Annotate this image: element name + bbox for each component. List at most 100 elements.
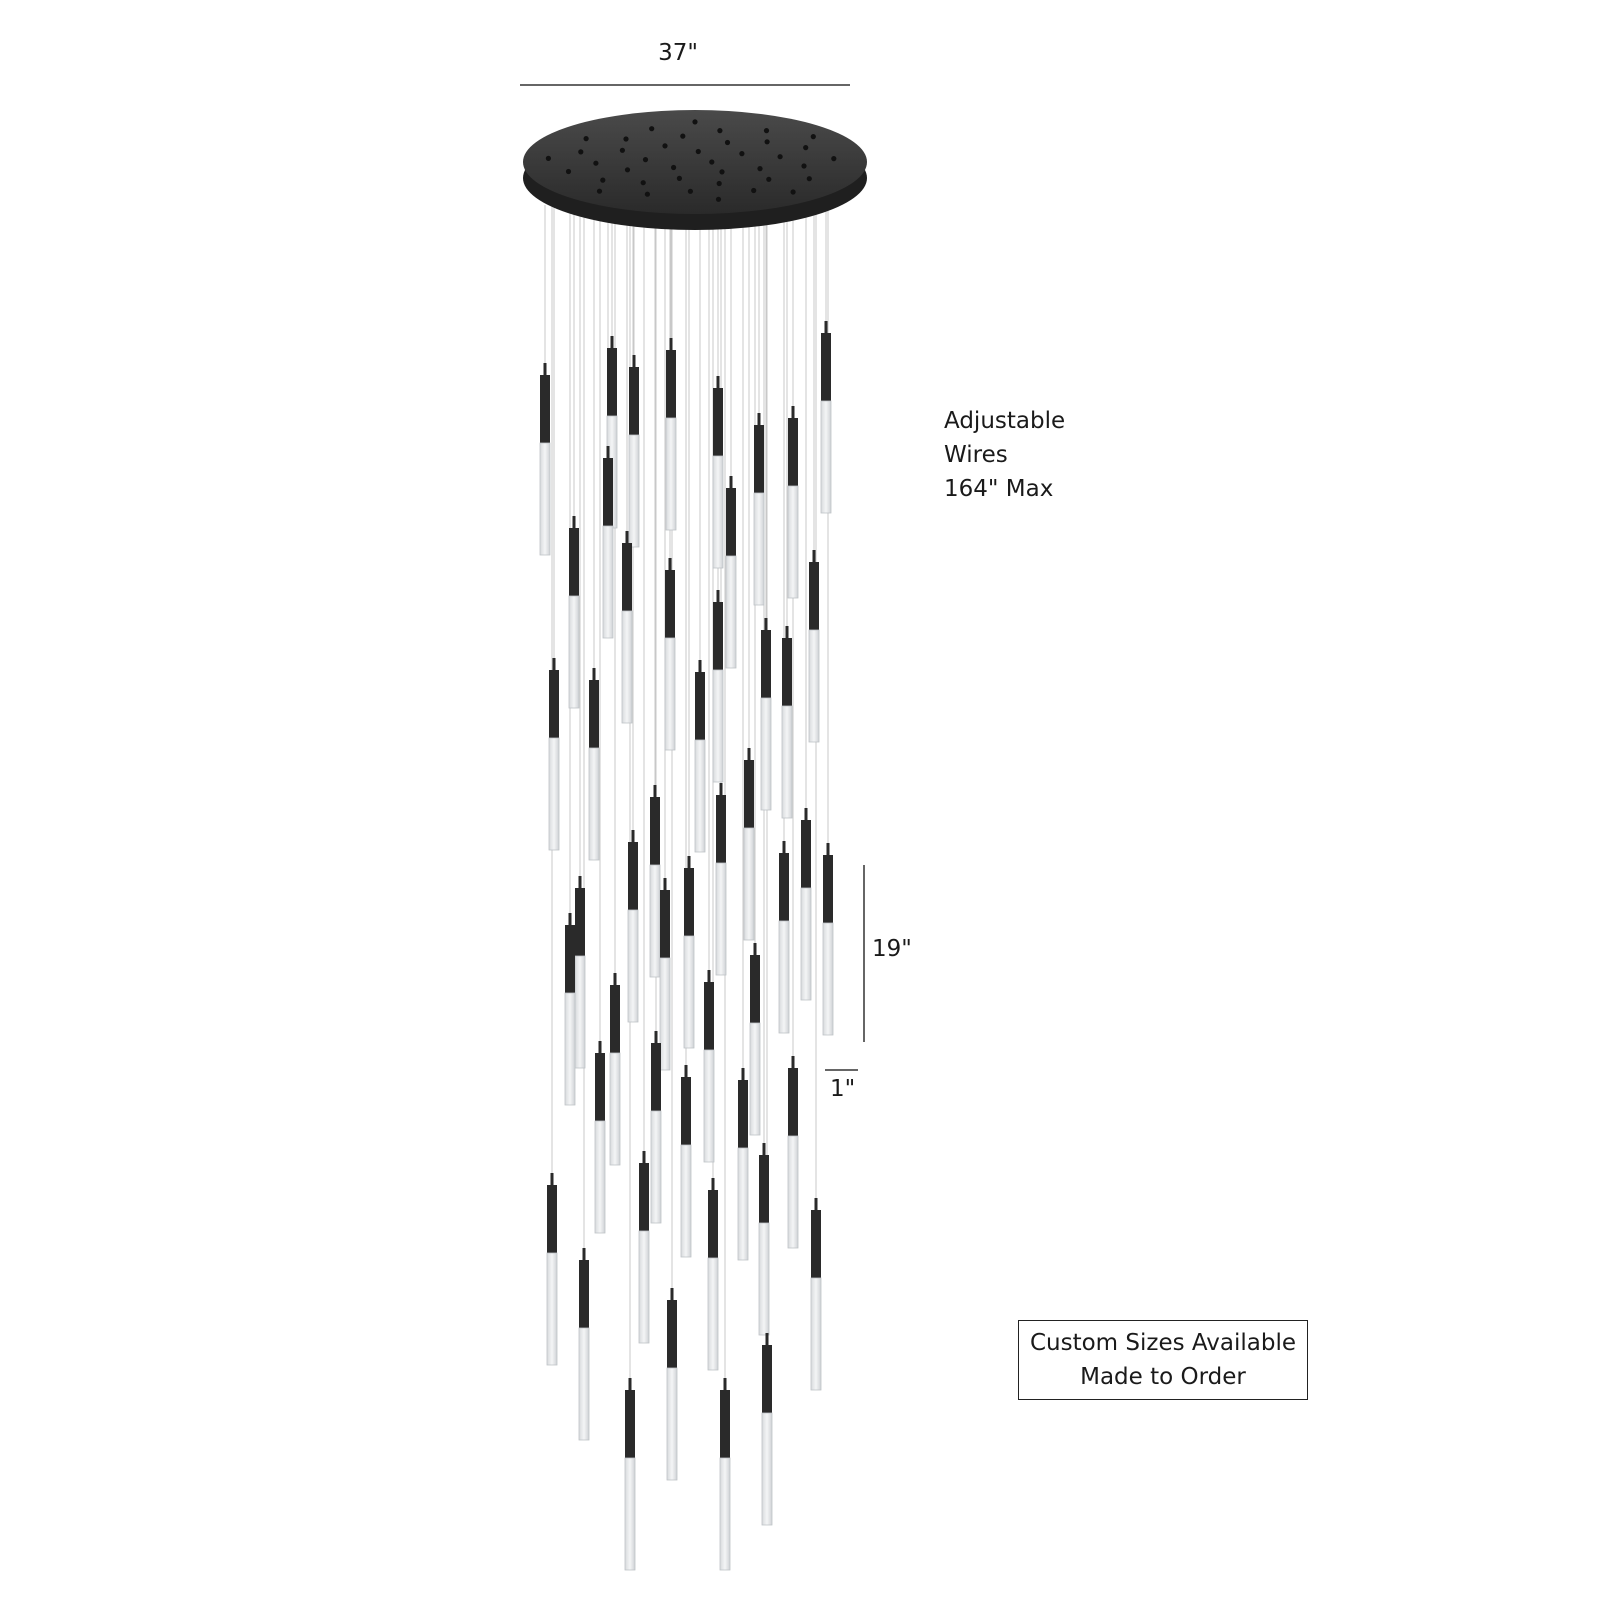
pendant-glass: [694, 739, 706, 853]
pendant-stem: [543, 363, 547, 375]
pendant-light: [609, 973, 621, 1166]
pendant-stem: [729, 476, 733, 488]
pendant-glass: [787, 1135, 799, 1249]
pendant-cap: [811, 1210, 821, 1278]
pendant-stem: [747, 748, 751, 760]
pendant-stem: [719, 783, 723, 795]
pendant-light: [664, 558, 676, 751]
pendant-light: [621, 531, 633, 724]
pendant-stem: [716, 376, 720, 388]
pendant-glass: [820, 400, 832, 514]
pendant-cap: [666, 350, 676, 418]
pendant-cap: [823, 855, 833, 923]
pendant-stem: [707, 970, 711, 982]
pendant-stem: [670, 1288, 674, 1300]
pendant-glass: [666, 1367, 678, 1481]
canopy-port: [715, 196, 722, 202]
pendant-stem: [804, 808, 808, 820]
pendant-stem: [631, 830, 635, 842]
pendant-light: [588, 668, 600, 861]
pendant-stem: [812, 550, 816, 562]
pendant-light: [712, 376, 724, 569]
canopy-port: [692, 119, 698, 125]
pendant-stem: [757, 413, 761, 425]
pendant-glass: [707, 1257, 719, 1371]
pendant-light: [683, 856, 695, 1049]
pendant-light: [712, 590, 724, 783]
canopy-port: [803, 145, 809, 151]
pendant-light: [548, 658, 560, 851]
pendant-cap: [622, 543, 632, 611]
pendant-stem: [592, 668, 596, 680]
pendant-glass: [588, 747, 600, 861]
pendant-cap: [761, 630, 771, 698]
pendant-glass: [778, 920, 790, 1034]
pendant-light: [578, 1248, 590, 1441]
pendant-cap: [684, 868, 694, 936]
pendant-stem: [613, 973, 617, 985]
pendant-light: [666, 1288, 678, 1481]
pendant-glass: [564, 992, 576, 1106]
pendant-light: [624, 1378, 636, 1571]
pendant-stem: [628, 1378, 632, 1390]
pendant-cap: [629, 367, 639, 435]
pendant-cap: [650, 797, 660, 865]
pendant-light: [628, 355, 640, 548]
pendant-cap: [695, 672, 705, 740]
pendant-glass: [548, 737, 560, 851]
pendant-stem: [663, 878, 667, 890]
canopy-port: [565, 168, 572, 175]
pendant-cap: [565, 925, 575, 993]
pendant-glass: [680, 1144, 692, 1258]
canopy-port: [806, 176, 812, 182]
pendant-cap: [726, 488, 736, 556]
canopy-port: [766, 176, 772, 182]
pendant-glass: [712, 455, 724, 569]
pendant-cap: [738, 1080, 748, 1148]
wires-label-line-2: Wires: [944, 442, 1008, 468]
pendant-stem: [741, 1068, 745, 1080]
pendant-glass: [822, 922, 834, 1036]
pendant-light: [627, 830, 639, 1023]
pendant-cap: [603, 458, 613, 526]
canopy-port: [751, 187, 757, 194]
pendant-cap: [704, 982, 714, 1050]
pendant-stem: [687, 856, 691, 868]
pendant-cap: [750, 955, 760, 1023]
pendant-light: [719, 1378, 731, 1571]
pendant-glass: [725, 555, 737, 669]
pendant-glass: [650, 1110, 662, 1224]
pendant-cap: [744, 760, 754, 828]
pendant-glass: [664, 637, 676, 751]
pendant-stem: [791, 406, 795, 418]
canopy-port: [596, 188, 603, 194]
pendant-light: [650, 1031, 662, 1224]
canopy-port: [662, 143, 668, 149]
pendant-stem: [716, 590, 720, 602]
pendant-light: [787, 406, 799, 599]
pendant-stem: [684, 1065, 688, 1077]
pendant-cap: [788, 418, 798, 486]
pendant-glass: [594, 1120, 606, 1234]
canopy-port: [624, 167, 631, 173]
pendant-cap: [713, 388, 723, 456]
pendant-stem: [552, 658, 556, 670]
pendant-glass: [715, 862, 727, 976]
pendant-light: [781, 626, 793, 819]
canopy-port: [739, 151, 745, 157]
pendant-stem: [606, 446, 610, 458]
pendant-light: [743, 748, 755, 941]
pendant-stem: [578, 876, 582, 888]
pendant-light: [800, 808, 812, 1001]
pendant-light: [602, 446, 614, 639]
pendant-light: [564, 913, 576, 1106]
pendant-glass: [743, 827, 755, 941]
canopy-port: [757, 166, 763, 172]
canopy-port: [763, 128, 770, 134]
pendant-glass: [781, 705, 793, 819]
pendant-glass: [800, 887, 812, 1001]
pendant-light: [707, 1178, 719, 1371]
pendant-light: [737, 1068, 749, 1261]
canopy-port: [724, 139, 731, 146]
pendant-light: [539, 363, 551, 556]
